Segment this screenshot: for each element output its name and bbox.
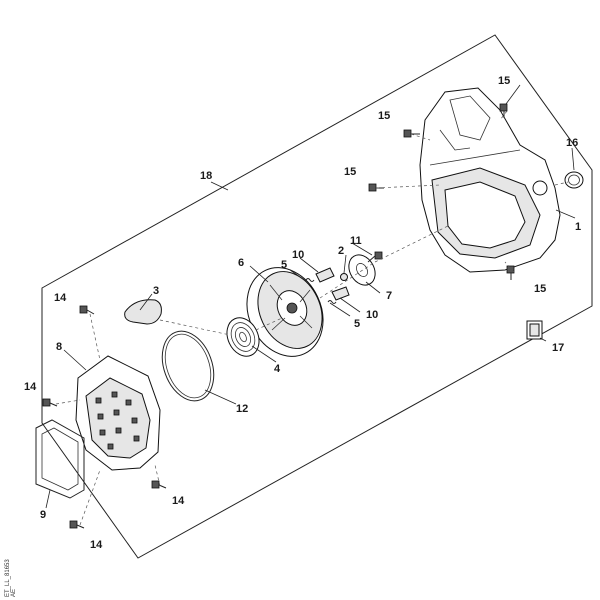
- callout-11: 11: [350, 235, 362, 247]
- callout-14-left: 14: [24, 381, 37, 393]
- callout-14-top: 14: [54, 292, 67, 304]
- callout-18: 18: [200, 170, 212, 182]
- o-ring-part: [564, 171, 584, 189]
- callout-10-lower: 10: [366, 309, 378, 321]
- callout-3: 3: [153, 285, 159, 297]
- spring-part-upper: [305, 278, 315, 282]
- screw-14-top: [79, 305, 95, 315]
- washer-part: [340, 273, 348, 281]
- callout-5-lower: 5: [354, 318, 360, 330]
- leader-lines: [45, 84, 576, 509]
- screw-15-bottom: [506, 265, 515, 280]
- screw-11: [367, 251, 383, 263]
- screw-14-right: [151, 480, 167, 489]
- callout-1: 1: [575, 221, 581, 233]
- rewind-spring-part: [226, 317, 260, 357]
- screw-15-top: [499, 103, 508, 118]
- starter-rope-part: [161, 330, 215, 402]
- screw-14-bottom: [69, 520, 85, 529]
- callout-15-mid: 15: [344, 166, 356, 178]
- grille-gasket-part: [35, 419, 85, 499]
- callout-15-bottom: 15: [534, 283, 546, 295]
- callout-16: 16: [566, 137, 578, 149]
- callout-14-right: 14: [172, 495, 185, 507]
- callout-6: 6: [238, 257, 244, 269]
- screw-14-left: [42, 398, 58, 407]
- callout-2: 2: [338, 245, 344, 257]
- rope-rotor-part: [246, 267, 324, 357]
- reference-subcode: AE: [11, 589, 17, 597]
- callout-7: 7: [386, 290, 392, 302]
- screw-15-left: [403, 129, 420, 138]
- callout-15-top: 15: [498, 75, 510, 87]
- decal-part: [526, 320, 543, 340]
- callout-10-upper: 10: [292, 249, 304, 261]
- assembly-frame: [41, 34, 593, 559]
- callout-14-bottom: 14: [90, 539, 103, 551]
- callout-17: 17: [552, 342, 564, 354]
- spring-part-lower: [327, 300, 337, 304]
- callout-12: 12: [236, 403, 248, 415]
- starter-grip-part: [124, 299, 162, 325]
- pawl-part-lower: [331, 286, 350, 301]
- fan-housing-part: [419, 87, 561, 273]
- callout-15-left: 15: [378, 110, 390, 122]
- callout-5-upper: 5: [281, 259, 287, 271]
- callout-8: 8: [56, 341, 62, 353]
- callout-9: 9: [40, 509, 46, 521]
- callout-4: 4: [274, 363, 281, 375]
- screw-15-mid: [368, 183, 384, 192]
- pawl-part-upper: [315, 267, 335, 283]
- starter-cover-part: [75, 355, 161, 471]
- reference-code: ET_LL_81653: [5, 559, 11, 597]
